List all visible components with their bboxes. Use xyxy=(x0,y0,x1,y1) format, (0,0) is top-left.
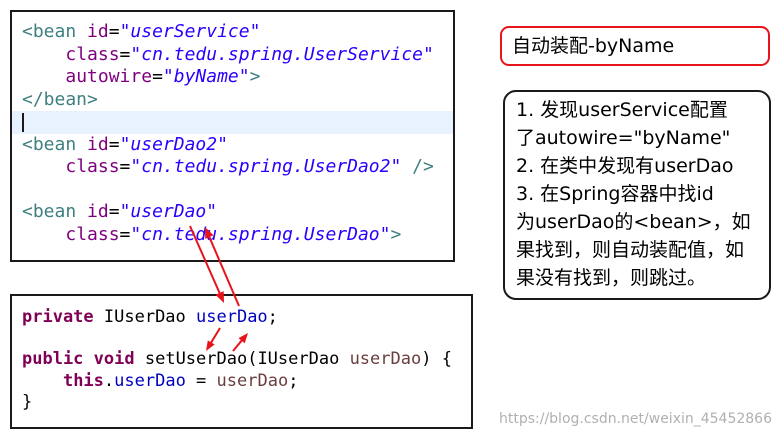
java-parameter-ref: userDao xyxy=(216,370,289,391)
note-line: 了autowire="byName" xyxy=(516,127,731,149)
note-line: 3. 在Spring容器中找id xyxy=(516,183,714,205)
code-text: = xyxy=(119,156,131,177)
java-parameter-ref: userDao xyxy=(349,349,422,370)
code-text: = xyxy=(108,201,120,222)
xml-tag: > xyxy=(390,223,402,245)
xml-attribute-value: "userService" xyxy=(119,21,261,42)
java-code-editor[interactable]: private IUserDao userDao;public void set… xyxy=(10,294,473,429)
watermark-url: https://blog.csdn.net/weixin_45452866 xyxy=(498,411,772,427)
xml-attribute-name: autowire xyxy=(65,66,153,87)
xml-attribute-name: class xyxy=(65,223,120,245)
title-box: 自动装配-byName xyxy=(500,26,770,66)
xml-attribute-value: "byName" xyxy=(162,66,250,87)
current-line xyxy=(12,111,453,134)
code-line: autowire="byName"> xyxy=(12,66,453,89)
note-line: 为userDao的<bean>，如 xyxy=(516,211,751,233)
code-text xyxy=(401,156,412,177)
code-text xyxy=(22,156,65,177)
code-text: = xyxy=(108,21,120,42)
xml-attribute-value: "cn.tedu.spring.UserService" xyxy=(130,43,434,65)
code-text xyxy=(76,201,87,222)
code-text: } xyxy=(22,391,33,412)
title-text: 自动装配-byName xyxy=(512,35,675,57)
code-text: setUserDao(IUserDao xyxy=(134,349,350,370)
xml-attribute-value: "userDao2" xyxy=(119,133,228,155)
xml-attribute-name: class xyxy=(65,43,120,65)
note-line: 2. 在类中发现有userDao xyxy=(516,155,734,177)
code-line: public void setUserDao(IUserDao userDao)… xyxy=(12,349,471,370)
code-text xyxy=(22,371,63,391)
xml-attribute-name: id xyxy=(87,21,109,42)
code-line: <bean id="userDao2" xyxy=(12,134,453,157)
code-line xyxy=(12,328,471,349)
xml-config-editor[interactable]: <bean id="userService" class="cn.tedu.sp… xyxy=(10,10,455,262)
xml-attribute-value: "cn.tedu.spring.UserDao" xyxy=(130,223,391,245)
xml-tag: </bean> xyxy=(22,88,98,110)
code-text xyxy=(22,44,65,65)
code-text: ; xyxy=(267,307,278,327)
java-keyword: public xyxy=(22,349,84,370)
code-text: = xyxy=(152,66,163,87)
code-text: IUserDao xyxy=(93,307,197,327)
code-text: = xyxy=(119,223,131,245)
xml-tag: <bean xyxy=(22,21,77,42)
code-text xyxy=(83,349,93,369)
text-cursor xyxy=(22,113,24,132)
code-text xyxy=(22,224,65,245)
code-line: } xyxy=(12,392,471,413)
java-field-ref: userDao xyxy=(196,307,268,327)
xml-attribute-name: id xyxy=(87,201,109,222)
java-keyword: this xyxy=(62,370,104,391)
java-keyword: void xyxy=(93,349,135,370)
code-text: ) { xyxy=(421,349,452,370)
code-text xyxy=(22,66,65,87)
code-line: class="cn.tedu.spring.UserDao2" /> xyxy=(12,156,453,179)
code-text: = xyxy=(119,43,131,65)
explanation-box: 1. 发现userService配置 了autowire="byName" 2.… xyxy=(503,90,771,300)
code-text: ; xyxy=(288,370,299,391)
xml-attribute-value: "cn.tedu.spring.UserDao2" xyxy=(130,156,402,177)
code-text xyxy=(76,21,87,42)
code-text xyxy=(76,134,87,155)
xml-attribute-value: "userDao" xyxy=(119,201,218,222)
code-line: <bean id="userDao" xyxy=(12,201,453,224)
code-line: this.userDao = userDao; xyxy=(12,371,471,392)
note-step: 3. 在Spring容器中找id 为userDao的<bean>，如 果找到，则… xyxy=(516,180,765,292)
xml-attribute-name: class xyxy=(65,156,120,177)
xml-tag: <bean xyxy=(22,201,77,222)
note-step: 2. 在类中发现有userDao xyxy=(516,152,765,180)
code-line: <bean id="userService" xyxy=(12,21,453,44)
note-line: 果没有找到，则跳过。 xyxy=(516,267,707,289)
java-field-ref: userDao xyxy=(114,370,186,391)
note-line: 1. 发现userService配置 xyxy=(516,99,728,121)
code-line: </bean> xyxy=(12,89,453,112)
code-line: class="cn.tedu.spring.UserService" xyxy=(12,44,453,67)
code-text: = xyxy=(185,370,217,391)
code-text: = xyxy=(108,133,120,155)
note-line: 果找到，则自动装配值，如 xyxy=(516,239,745,261)
xml-attribute-name: id xyxy=(87,133,109,155)
xml-tag: /> xyxy=(412,156,434,177)
xml-tag: <bean xyxy=(22,133,77,155)
xml-tag: > xyxy=(249,66,261,87)
code-line xyxy=(12,179,453,202)
java-keyword: private xyxy=(22,307,94,327)
code-line: class="cn.tedu.spring.UserDao"> xyxy=(12,224,453,247)
code-text: . xyxy=(103,370,115,391)
code-line: private IUserDao userDao; xyxy=(12,307,471,328)
note-step: 1. 发现userService配置 了autowire="byName" xyxy=(516,96,765,152)
